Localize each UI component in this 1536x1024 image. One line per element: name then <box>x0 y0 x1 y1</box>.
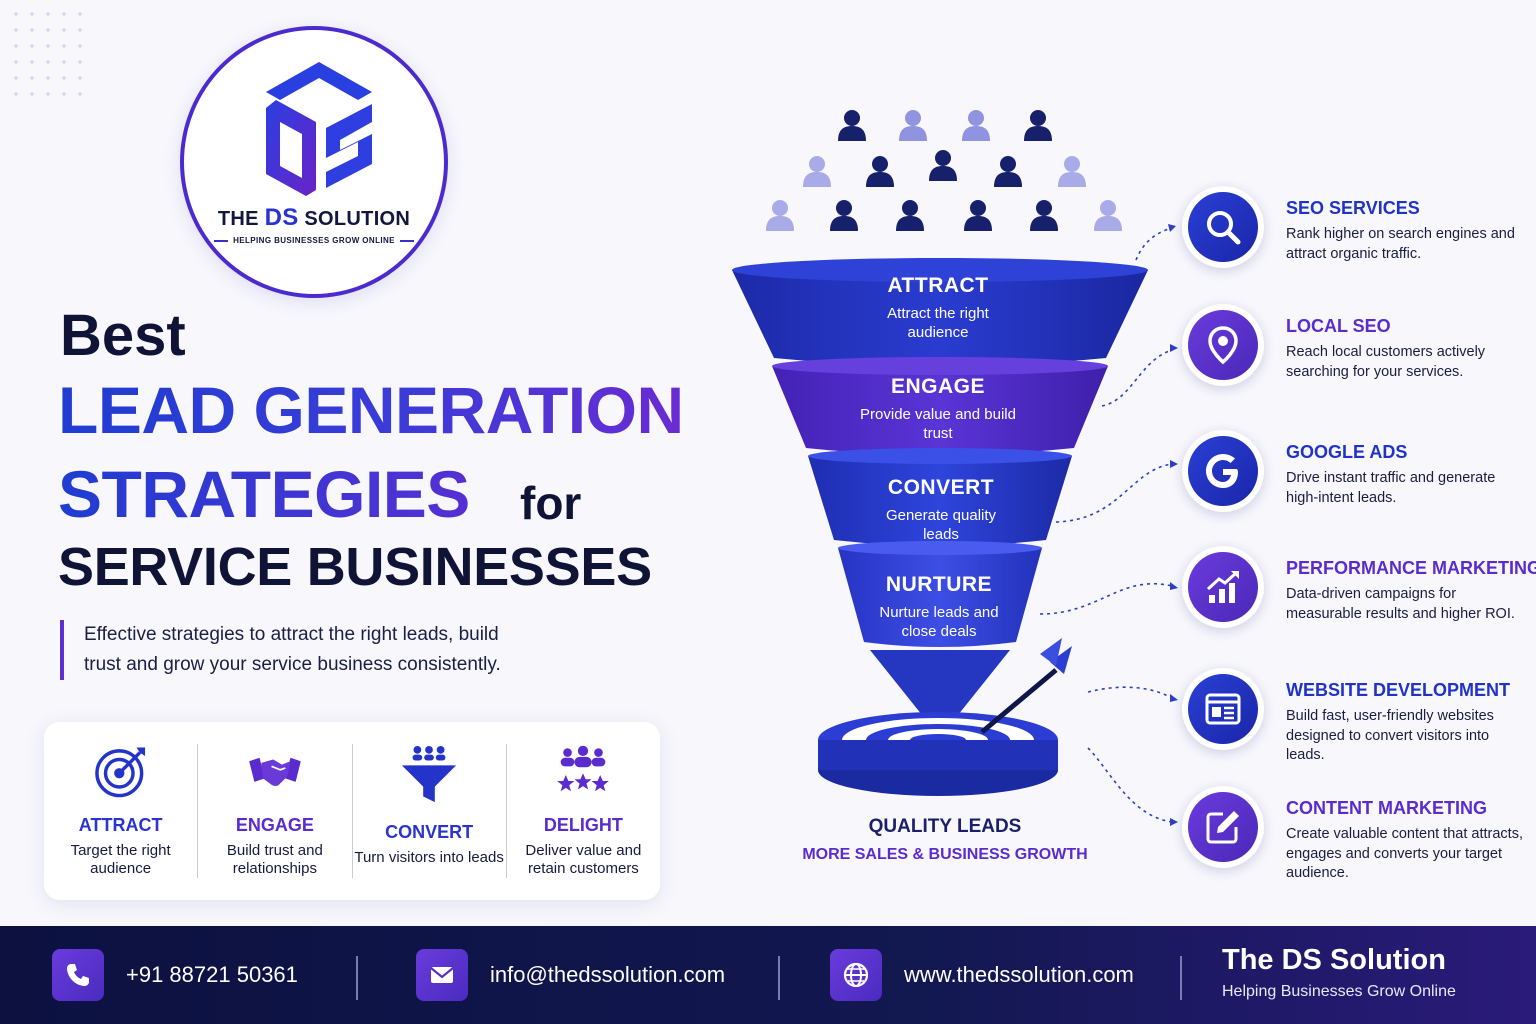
phone-icon <box>52 949 104 1001</box>
location-pin-icon <box>1208 326 1238 365</box>
funnel-stage-desc: Nurture leads and close deals <box>879 604 999 640</box>
service-title: CONTENT MARKETING <box>1286 798 1487 818</box>
headline-best: Best <box>60 303 186 368</box>
funnel-stage-desc: Generate quality leads <box>885 507 997 543</box>
pillar-engage: ENGAGE Build trust and relationships <box>198 744 353 878</box>
footer-divider <box>356 956 358 1000</box>
service-desc: Data-driven campaigns for measurable res… <box>1286 586 1515 622</box>
service-title: PERFORMANCE MARKETING <box>1286 558 1536 578</box>
headline-service-businesses: SERVICE BUSINESSES <box>58 537 652 597</box>
strategy-pillars-card: ATTRACT Target the right audience ENGAGE… <box>44 722 660 900</box>
quality-leads-subtitle: MORE SALES & BUSINESS GROWTH <box>802 846 1088 863</box>
browser-window-icon <box>1205 693 1241 725</box>
pillar-title: ENGAGE <box>235 815 314 835</box>
funnel-stage-title: CONVERT <box>887 476 995 499</box>
footer-brand-name: The DS Solution <box>1222 944 1446 976</box>
pillar-desc: Target the right audience <box>70 842 171 877</box>
service-title: LOCAL SEO <box>1286 316 1391 336</box>
headline-strategies: STRATEGIES <box>58 457 470 531</box>
service-icon-badge <box>1182 186 1264 268</box>
service-desc: Rank higher on search engines and attrac… <box>1286 226 1515 262</box>
edit-icon <box>1206 811 1239 844</box>
intro-text: Effective strategies to attract the righ… <box>60 620 540 680</box>
funnel-stage-desc: Attract the right audience <box>887 305 989 341</box>
logo-brand-name: THE DS SOLUTION <box>217 204 411 231</box>
google-icon <box>1206 454 1238 488</box>
pillar-title: DELIGHT <box>543 815 623 835</box>
service-desc: Build fast, user-friendly websites desig… <box>1286 708 1494 763</box>
footer-divider <box>778 956 780 1000</box>
pillar-attract: ATTRACT Target the right audience <box>44 744 199 878</box>
service-seo[interactable]: SEO SERVICES Rank higher on search engin… <box>1182 186 1532 286</box>
phone-number: +91 88721 50361 <box>126 962 298 987</box>
globe-icon <box>830 949 882 1001</box>
search-icon <box>1207 211 1241 245</box>
handshake-icon <box>249 757 301 786</box>
funnel-stage-engage: ENGAGE Provide value and build trust <box>860 375 1016 443</box>
funnel-stage-title: ATTRACT <box>887 274 989 297</box>
service-website-development[interactable]: WEBSITE DEVELOPMENT Build fast, user-fri… <box>1182 668 1532 768</box>
funnel-stage-desc: Provide value and build trust <box>860 406 1016 442</box>
service-icon-badge <box>1182 430 1264 512</box>
funnel-stage-nurture: NURTURE Nurture leads and close deals <box>872 573 1006 641</box>
service-title: WEBSITE DEVELOPMENT <box>1286 680 1511 700</box>
company-logo[interactable]: THE DS SOLUTION HELPING BUSINESSES GROW … <box>180 26 448 298</box>
service-title: SEO SERVICES <box>1286 198 1420 218</box>
ds-logo-icon <box>266 62 372 196</box>
mail-icon <box>416 949 468 1001</box>
pillar-desc: Deliver value and retain customers <box>525 842 642 877</box>
pillar-desc: Turn visitors into leads <box>354 849 504 866</box>
website-url: www.thedssolution.com <box>904 962 1134 987</box>
service-icon-badge <box>1182 304 1264 386</box>
headline-lead-generation: LEAD GENERATION <box>58 373 684 447</box>
target-icon <box>94 747 145 798</box>
email-address: info@thedssolution.com <box>490 962 726 987</box>
service-icon-badge <box>1182 668 1264 750</box>
dotted-connectors <box>1040 224 1178 826</box>
funnel-stage-convert: CONVERT Generate quality leads <box>868 476 1014 544</box>
pillar-title: ATTRACT <box>78 815 163 835</box>
footer-brand: The DS Solution Helping Businesses Grow … <box>1222 944 1456 1001</box>
quality-leads-title: QUALITY LEADS <box>868 816 1022 837</box>
growth-chart-icon <box>1206 571 1239 603</box>
contact-footer: +91 88721 50361 info@thedssolution.com w… <box>0 926 1536 1024</box>
service-icon-badge <box>1182 786 1264 868</box>
service-content-marketing[interactable]: CONTENT MARKETING Create valuable conten… <box>1182 786 1532 886</box>
funnel-stage-attract: ATTRACT Attract the right audience <box>840 274 1036 342</box>
footer-brand-tagline: Helping Businesses Grow Online <box>1222 983 1456 1000</box>
logo-tagline: HELPING BUSINESSES GROW ONLINE <box>184 236 444 245</box>
service-desc: Drive instant traffic and generate high-… <box>1286 470 1496 506</box>
service-local-seo[interactable]: LOCAL SEO Reach local customers actively… <box>1182 304 1532 404</box>
service-icon-badge <box>1182 546 1264 628</box>
pillar-delight: DELIGHT Deliver value and retain custome… <box>507 744 660 878</box>
service-google-ads[interactable]: GOOGLE ADS Drive instant traffic and gen… <box>1182 430 1532 530</box>
pillar-title: CONVERT <box>385 822 474 842</box>
service-title: GOOGLE ADS <box>1286 442 1408 462</box>
sales-funnel-graphic <box>732 258 1148 796</box>
footer-website[interactable]: www.thedssolution.com <box>830 948 1134 1002</box>
footer-phone[interactable]: +91 88721 50361 <box>52 948 298 1002</box>
headline-for: for <box>520 477 582 529</box>
footer-divider <box>1180 956 1182 1000</box>
pillar-convert: CONVERT Turn visitors into leads <box>353 744 507 878</box>
service-desc: Create valuable content that attracts, e… <box>1286 826 1523 881</box>
funnel-icon <box>402 745 457 803</box>
service-performance-marketing[interactable]: PERFORMANCE MARKETING Data-driven campai… <box>1182 546 1536 646</box>
decorative-dots <box>8 6 88 106</box>
funnel-stage-title: NURTURE <box>885 573 993 596</box>
footer-email[interactable]: info@thedssolution.com <box>416 948 725 1002</box>
service-desc: Reach local customers actively searching… <box>1286 344 1486 380</box>
funnel-stage-title: ENGAGE <box>890 375 985 398</box>
pillar-desc: Build trust and relationships <box>226 842 323 877</box>
team-stars-icon <box>557 745 610 792</box>
